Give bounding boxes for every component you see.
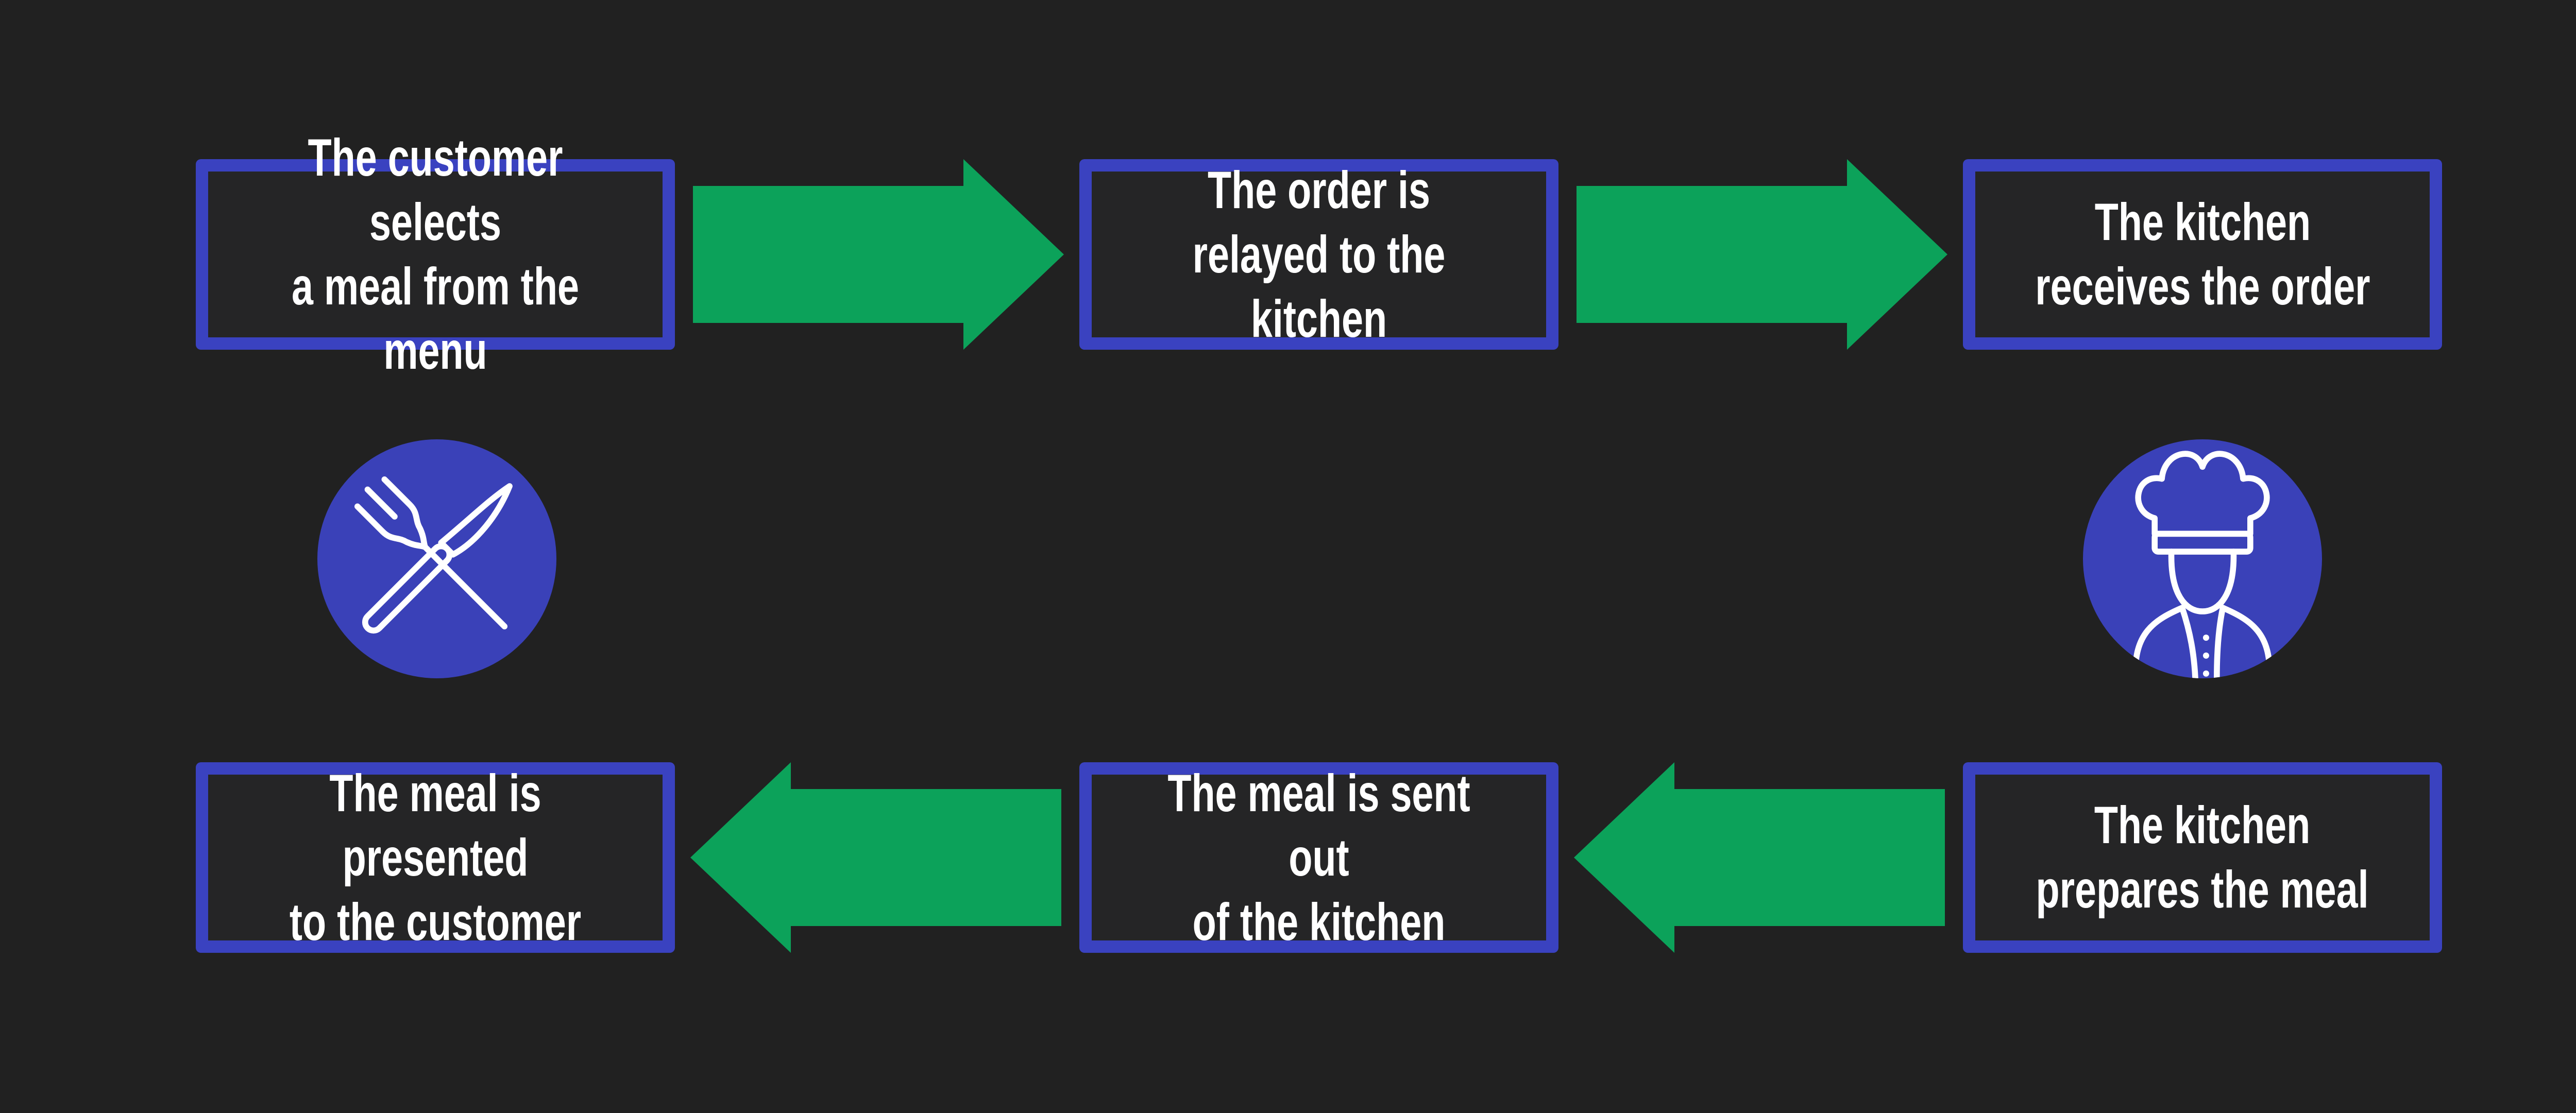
arrow-right-icon (1577, 159, 1947, 350)
step-box-customer-selects: The customer selects a meal from the men… (196, 128, 675, 380)
step-box-meal-presented: The meal is presented to the customer (196, 762, 675, 953)
step-box-order-relayed: The order is relayed to the kitchen (1079, 159, 1558, 350)
step-label: The kitchen prepares the meal (2036, 796, 2369, 919)
chef-icon (2083, 439, 2322, 678)
step-label: The customer selects a meal from the men… (292, 128, 579, 380)
arrow-right-icon (693, 159, 1064, 350)
arrow-left-icon (1574, 762, 1945, 953)
step-box-meal-sent-out: The meal is sent out of the kitchen (1079, 762, 1558, 953)
step-label: The kitchen receives the order (2035, 193, 2370, 316)
step-box-kitchen-receives: The kitchen receives the order (1963, 159, 2442, 350)
step-label: The order is relayed to the kitchen (1192, 160, 1446, 348)
step-label: The meal is presented to the customer (289, 763, 582, 951)
fork-and-knife-icon (317, 439, 556, 678)
step-label: The meal is sent out of the kitchen (1167, 763, 1470, 951)
arrow-left-icon (690, 762, 1061, 953)
step-box-kitchen-prepares: The kitchen prepares the meal (1963, 762, 2442, 953)
